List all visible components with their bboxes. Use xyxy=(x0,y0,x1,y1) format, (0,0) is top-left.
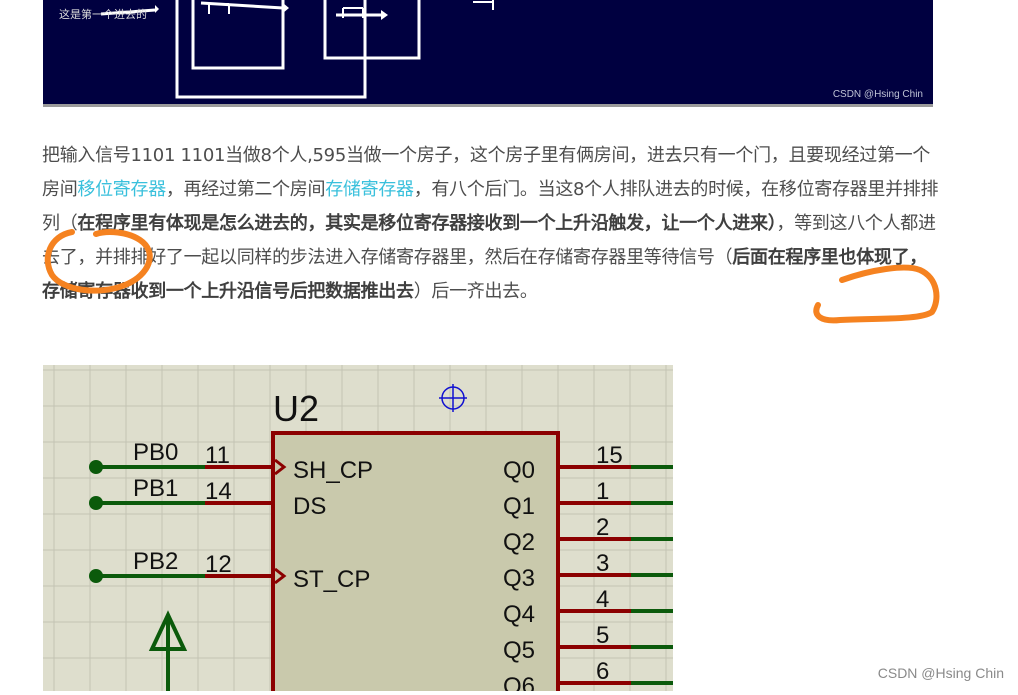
pin-name: Q2 xyxy=(503,529,535,556)
text: ，有八个后门。当这8个人排队进去的时候，在移位寄存器里并排排列（ xyxy=(42,179,939,234)
pin-number: 14 xyxy=(205,478,232,505)
diagram-label: 这是第一个进去的 xyxy=(59,7,147,21)
pin-number: 12 xyxy=(205,551,232,578)
link-shift-register[interactable]: 移位寄存器 xyxy=(77,179,166,200)
pin-name: DS xyxy=(293,493,326,520)
pin-name: Q4 xyxy=(503,601,535,628)
chip-ref-label: U2 xyxy=(273,388,319,429)
junction-dot xyxy=(89,460,103,474)
image-watermark: CSDN @Hsing Chin xyxy=(832,89,923,100)
pin-number: 11 xyxy=(205,442,230,469)
pin-name: ST_CP xyxy=(293,566,370,593)
pin-number: 15 xyxy=(596,442,623,469)
net-label: PB0 xyxy=(133,439,178,466)
bold-text: 在程序里有体现是怎么进去的，其实是移位寄存器接收到一个上升沿触发，让一个人进来） xyxy=(77,213,777,234)
clock-pin-marker xyxy=(274,458,287,476)
net-label: PB1 xyxy=(133,475,178,502)
diagram-lines: 这是第一个进去的 xyxy=(59,0,494,99)
pin-number: 6 xyxy=(596,658,609,685)
pin-number: 2 xyxy=(596,514,609,541)
pin-name: SH_CP xyxy=(293,457,373,484)
pin-number: 5 xyxy=(596,622,609,649)
link-storage-register[interactable]: 存储寄存器 xyxy=(325,179,414,200)
pin-name: Q1 xyxy=(503,493,535,520)
pin-name: Q3 xyxy=(503,565,535,592)
junction-dot xyxy=(89,569,103,583)
pin-name: Q6 xyxy=(503,673,535,691)
crosshair-icon xyxy=(439,384,467,412)
pin-number: 4 xyxy=(596,586,609,613)
text: ，再经过第二个房间 xyxy=(165,179,326,200)
shift-register-diagram-image: 这是第一个进去的 CSDN @Hsing Chin xyxy=(43,0,933,107)
text: ）后一齐出去。 xyxy=(413,281,538,302)
pin-number: 3 xyxy=(596,550,609,577)
text: 把输入信号1101 1101当做8个人,595当做一个房子，这个房子里有俩房间，… xyxy=(42,145,931,200)
article-paragraph: 把输入信号1101 1101当做8个人,595当做一个房子，这个房子里有俩房间，… xyxy=(42,139,942,309)
power-arrow-icon xyxy=(148,610,188,695)
junction-dot xyxy=(89,496,103,510)
pin-name: Q5 xyxy=(503,637,535,664)
pin-number: 1 xyxy=(596,478,609,505)
page-watermark: CSDN @Hsing Chin xyxy=(877,665,1004,681)
pin-name: Q0 xyxy=(503,457,535,484)
chip-body[interactable] xyxy=(271,431,560,695)
clock-pin-marker xyxy=(274,567,287,585)
net-label: PB2 xyxy=(133,548,178,575)
text: ，等到这八个人都进去了，并排排好了一起以同样的步法进入存储寄存器里，然后在存储寄… xyxy=(42,213,936,268)
